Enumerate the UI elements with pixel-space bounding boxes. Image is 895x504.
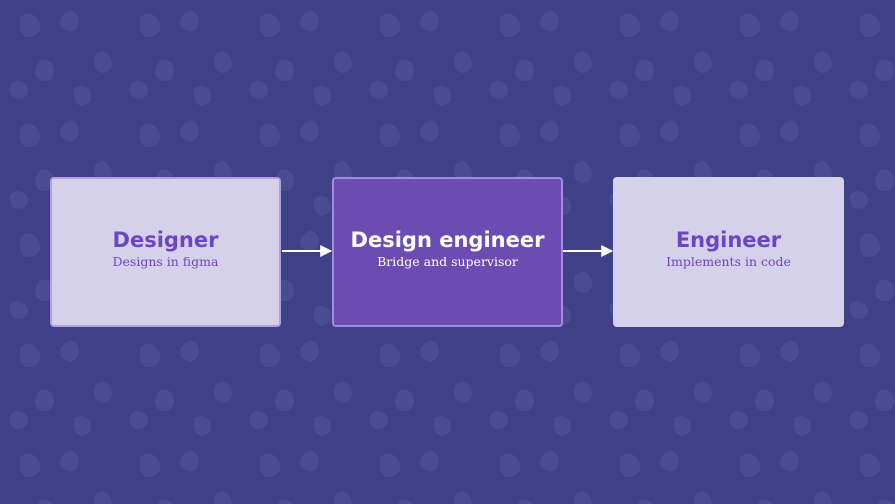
node-design-engineer-title: Design engineer (350, 228, 545, 252)
node-engineer: Engineer Implements in code (613, 177, 844, 327)
node-designer-title: Designer (112, 228, 219, 252)
node-design-engineer-subtitle: Bridge and supervisor (377, 254, 518, 269)
node-design-engineer: Design engineer Bridge and supervisor (332, 177, 563, 327)
node-designer-subtitle: Designs in figma (112, 254, 219, 269)
node-engineer-title: Engineer (675, 228, 782, 252)
node-engineer-subtitle: Implements in code (666, 254, 791, 269)
node-designer: Designer Designs in figma (50, 177, 281, 327)
